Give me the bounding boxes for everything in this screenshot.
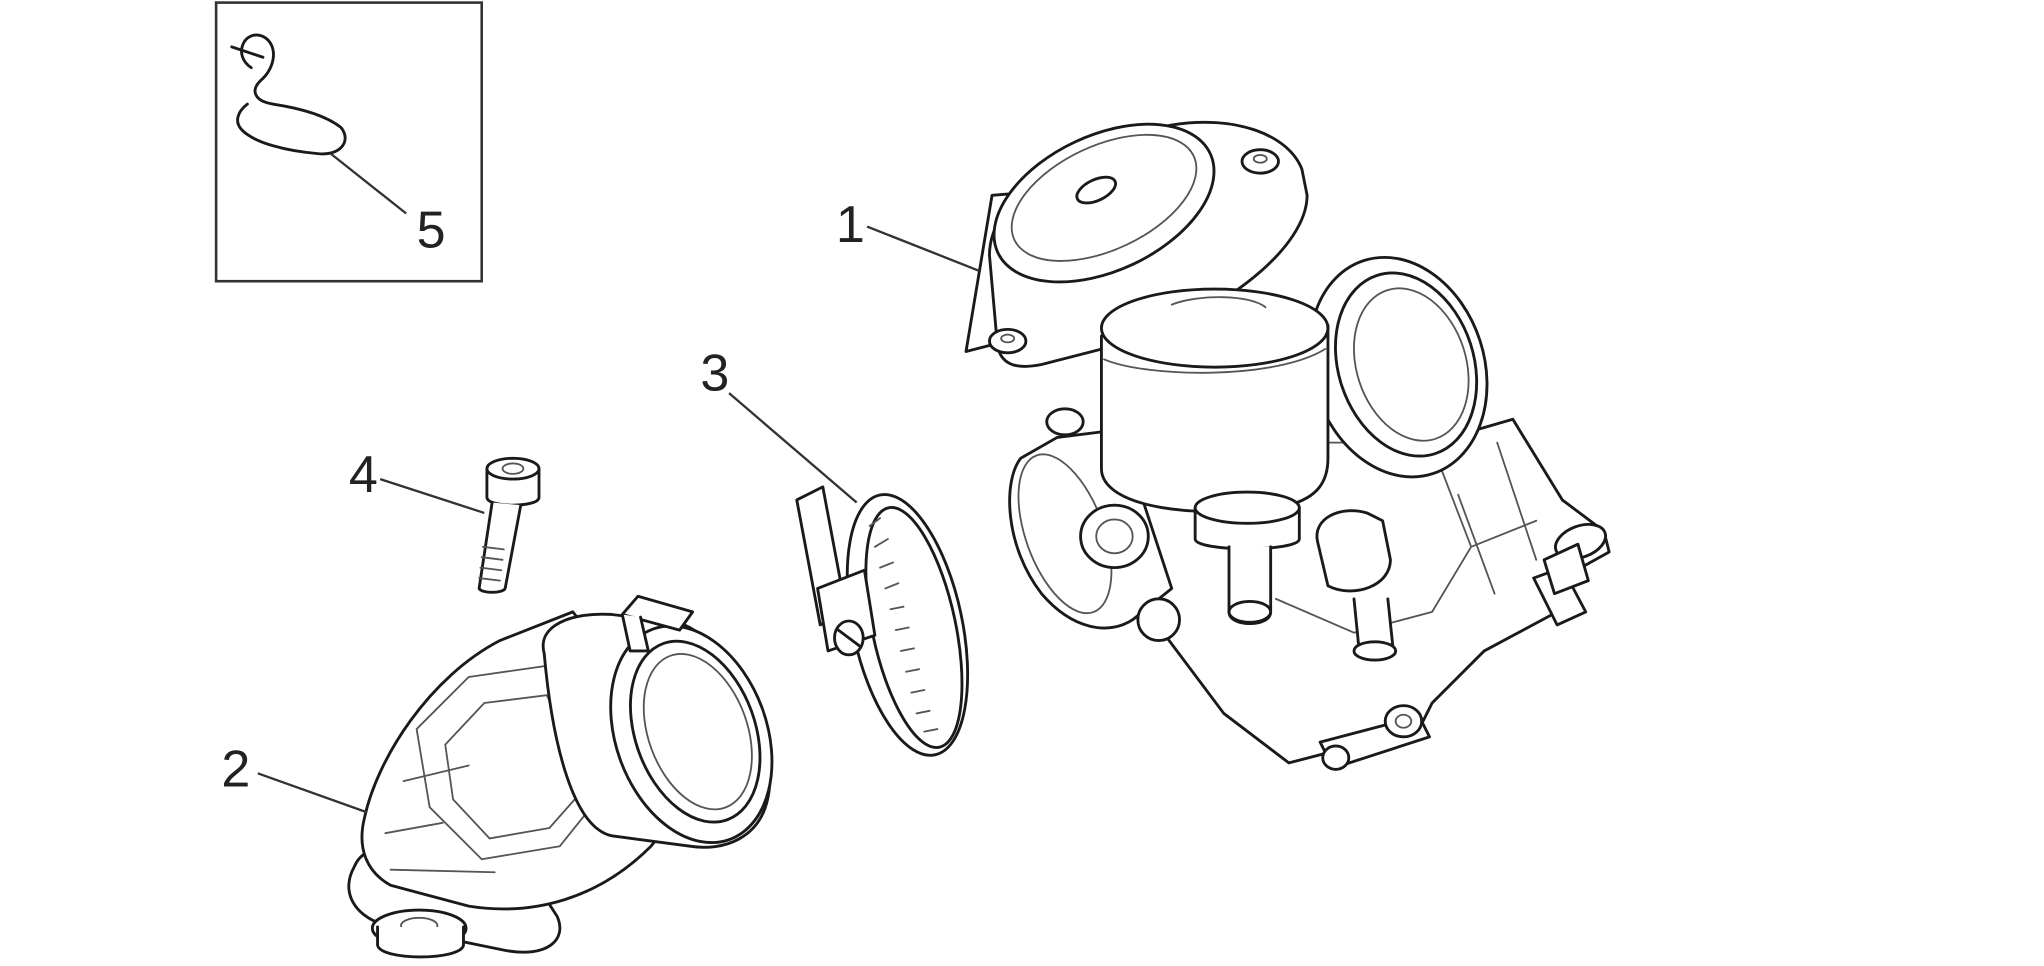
part-1-carburetor (964, 120, 1611, 771)
callout-label-4: 4 (349, 446, 378, 504)
leader-line-5 (329, 152, 407, 215)
leader-line-2 (257, 772, 368, 814)
callout-label-2: 2 (221, 740, 250, 798)
inset-detail-box: 5 (214, 1, 484, 283)
callout-label-1: 1 (836, 196, 865, 254)
leader-line-4 (379, 477, 485, 515)
leader-line-3 (728, 392, 858, 504)
part-5-wire-clip (230, 33, 347, 156)
callout-label-3: 3 (700, 345, 729, 403)
part-3-hose-clamp (795, 485, 970, 757)
leader-line-1 (866, 225, 980, 272)
part-2-intake-manifold (347, 594, 774, 959)
callout-label-5: 5 (417, 201, 446, 259)
part-4-bolt (477, 456, 541, 594)
